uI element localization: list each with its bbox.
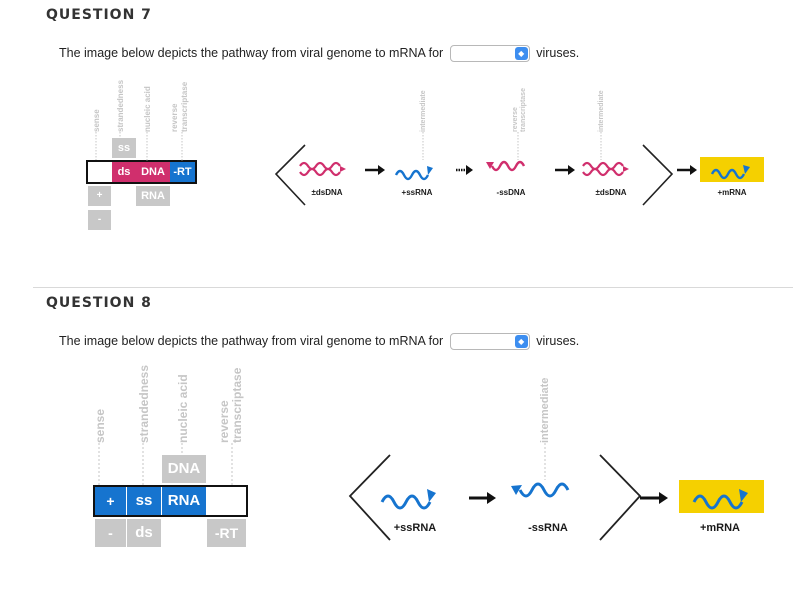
rna-cell: RNA — [136, 186, 170, 206]
dna-cell: DNA — [162, 455, 206, 483]
ssrna-wave-icon — [380, 489, 436, 510]
question-8-suffix: viruses. — [536, 333, 580, 348]
ssrna-minus-wave-icon — [511, 482, 570, 498]
question-8-dropdown[interactable]: ◆ — [449, 333, 530, 350]
question-8-header: QUESTION 8 — [46, 295, 152, 311]
right-bracket-icon — [642, 144, 674, 206]
step-label: -ssDNA — [496, 188, 526, 197]
mrna-box-icon — [679, 480, 764, 513]
ds-cell: ds — [127, 519, 161, 547]
minus-cell: - — [88, 210, 111, 230]
ssdna-wave-icon — [486, 160, 526, 172]
rt-cell: -RT — [170, 162, 195, 182]
dropdown-arrows-icon[interactable]: ◆ — [514, 47, 528, 60]
arrow-icon — [365, 165, 385, 175]
question-7-text: The image below depicts the pathway from… — [59, 45, 579, 62]
minus-cell: - — [95, 519, 126, 547]
plus-cell: + — [95, 487, 126, 515]
arrow-icon — [677, 165, 697, 175]
step-label: +ssRNA — [401, 188, 433, 197]
mrna-box-icon — [700, 157, 764, 182]
rt-arrow-icon — [456, 165, 473, 175]
rna-cell: RNA — [162, 487, 206, 515]
section-divider — [33, 287, 793, 288]
left-bracket-icon — [348, 454, 391, 541]
question-8-text: The image below depicts the pathway from… — [59, 333, 579, 350]
step-label: +ssRNA — [393, 522, 437, 534]
step-label: +mRNA — [699, 522, 741, 534]
step-label: ±dsDNA — [595, 188, 627, 197]
genome-row-frame — [86, 160, 197, 184]
dsdna-helix-icon — [582, 161, 629, 177]
genome-row-frame — [93, 485, 248, 517]
arrow-icon — [469, 492, 496, 504]
question-7-suffix: viruses. — [536, 45, 580, 60]
rt-cell: -RT — [207, 519, 246, 547]
step-label: ±dsDNA — [311, 188, 343, 197]
arrow-icon — [640, 492, 668, 504]
right-bracket-icon — [599, 454, 642, 541]
step-label: -ssRNA — [528, 522, 568, 534]
arrow-icon — [555, 165, 575, 175]
question-7-prompt: The image below depicts the pathway from… — [59, 45, 444, 60]
left-bracket-icon — [274, 144, 306, 206]
ds-cell: ds — [112, 162, 136, 182]
step-label: +mRNA — [717, 188, 747, 197]
ss-cell: ss — [112, 138, 136, 158]
ss-cell: ss — [127, 487, 161, 515]
dna-cell: DNA — [136, 162, 170, 182]
dsdna-helix-icon — [299, 161, 346, 177]
plus-cell: + — [88, 186, 111, 206]
question-7-header: QUESTION 7 — [46, 7, 152, 23]
dropdown-arrows-icon[interactable]: ◆ — [514, 335, 528, 348]
ssrna-wave-icon — [394, 166, 433, 181]
question-7-dropdown[interactable]: ◆ — [449, 45, 530, 62]
question-8-prompt: The image below depicts the pathway from… — [59, 333, 444, 348]
